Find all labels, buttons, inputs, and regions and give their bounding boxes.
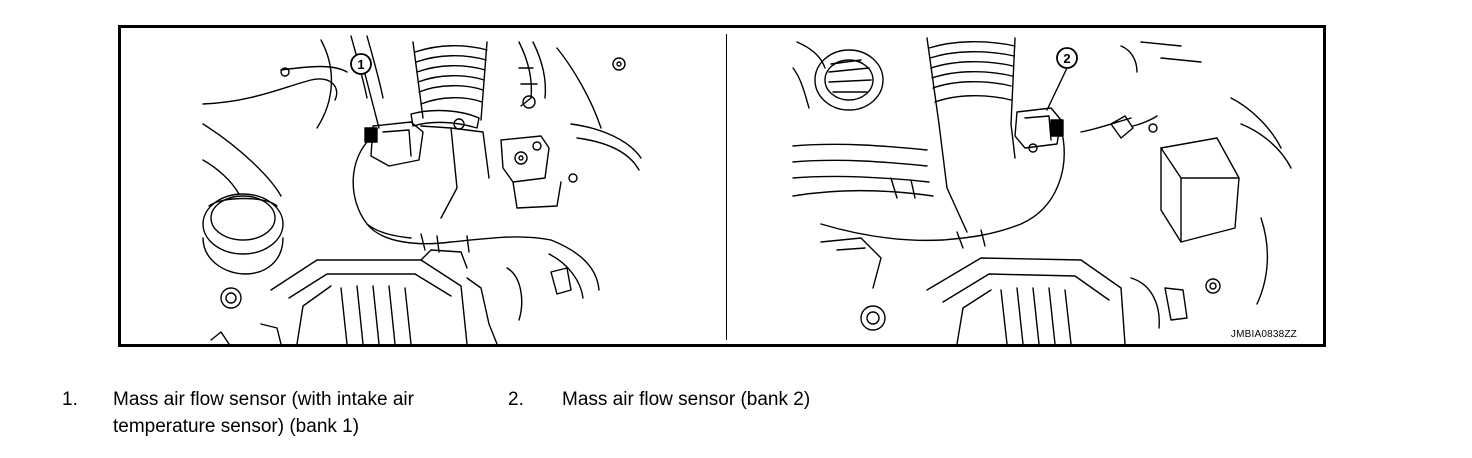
left-panel-drawing: 1 <box>202 35 642 344</box>
callout-2-label: 2 <box>1063 51 1070 66</box>
figure-id-label: JMBIA0838ZZ <box>1230 329 1297 340</box>
legend-text: Mass air flow sensor (bank 2) <box>562 389 811 410</box>
panel-divider <box>726 34 727 340</box>
legend-number: 1. <box>62 389 78 410</box>
legend-text: Mass air flow sensor (with intake air te… <box>113 389 414 437</box>
engine-bay-figure: 1 <box>118 25 1326 347</box>
right-panel-drawing: 2 <box>792 37 1292 344</box>
callout-1-label: 1 <box>357 57 364 72</box>
engine-bay-illustration: 1 <box>202 35 1292 344</box>
legend-number: 2. <box>508 389 524 410</box>
